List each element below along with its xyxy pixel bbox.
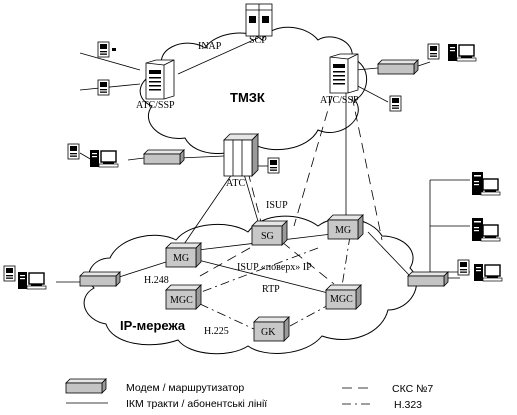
modem-icon [79, 271, 121, 287]
atc-switch[interactable] [223, 133, 259, 177]
inap-label: INAP [198, 41, 222, 52]
atc-label: АТС [226, 178, 245, 189]
scp-label: SCP [249, 35, 267, 46]
phone-icon [3, 265, 16, 282]
h225-label: H.225 [204, 326, 229, 337]
telephone-line-icon [112, 48, 116, 51]
mgc-left-label: MGC [170, 295, 193, 306]
computer-icon [471, 177, 501, 196]
modem-icon [143, 149, 185, 165]
legend: Модем / маршрутизатор ІКМ тракти / абоне… [65, 378, 433, 411]
atc-ssp-right-icon[interactable] [329, 53, 359, 94]
legend-ikm-label: ІКМ тракти / абонентські лінії [126, 398, 267, 410]
isup-over-ip-label: ISUP «поверх» IP [237, 262, 312, 273]
h248-label: H.248 [144, 275, 169, 286]
gk-label: GK [261, 327, 276, 338]
legend-h323-label: H.323 [394, 399, 422, 411]
computer-icon [447, 43, 477, 62]
atc-ssp-left-label: АТС/SSP [136, 100, 175, 111]
atc-ssp-right-label: АТС/SSP [320, 95, 359, 106]
atc-ssp-left-icon[interactable] [145, 59, 175, 100]
isup-label: ISUP [266, 200, 288, 211]
computer-icon [473, 263, 503, 282]
mg-left-label: MG [173, 253, 189, 264]
phone-icon [67, 143, 80, 160]
tmzk-cloud [139, 26, 368, 154]
legend-modem-label: Модем / маршрутизатор [126, 382, 244, 394]
phone-icon [97, 79, 110, 96]
mgc-right-label: MGC [330, 294, 353, 305]
phone-icon [97, 41, 110, 58]
computer-icon [17, 271, 47, 290]
tmzk-cloud-label: ТМЗК [230, 90, 265, 105]
computer-icon [471, 223, 501, 242]
router-icon [407, 271, 449, 287]
phone-icon [389, 95, 402, 112]
ss7-links [199, 95, 383, 285]
ip-cloud [83, 215, 417, 355]
phone-icon [267, 157, 280, 174]
sg-label: SG [261, 231, 274, 242]
rtp-label: RTP [262, 284, 280, 295]
mg-right-label: MG [335, 225, 351, 236]
legend-ss7-label: СКС №7 [392, 383, 433, 395]
phone-icon [427, 43, 440, 60]
modem-icon [377, 59, 419, 75]
scp-server[interactable] [245, 3, 273, 37]
ip-cloud-label: IP-мережа [120, 318, 186, 333]
legend-modem-icon [65, 378, 107, 394]
computer-icon [89, 149, 119, 168]
phone-icon [457, 259, 470, 276]
